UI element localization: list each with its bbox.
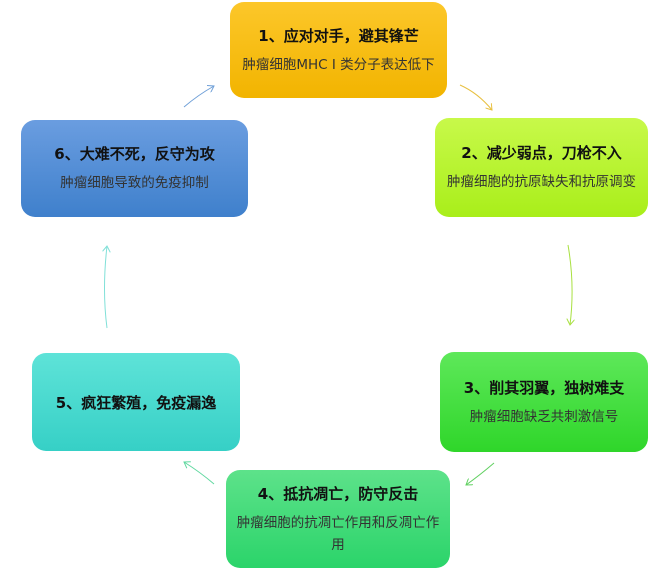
step-3-box: 3、削其羽翼，独树难支 肿瘤细胞缺乏共刺激信号 xyxy=(440,352,648,452)
arrow-2-to-3 xyxy=(568,244,572,325)
step-desc: 肿瘤细胞MHC I 类分子表达低下 xyxy=(242,56,435,73)
step-5-box: 5、疯狂繁殖，免疫漏逸 xyxy=(32,353,240,451)
step-4-box: 4、抵抗凋亡，防守反击 肿瘤细胞的抗凋亡作用和反凋亡作用 xyxy=(226,470,450,568)
step-title: 6、大难不死，反守为攻 xyxy=(54,145,215,163)
step-desc: 肿瘤细胞导致的免疫抑制 xyxy=(60,175,209,191)
arrow-4-to-5 xyxy=(184,462,215,485)
step-title: 4、抵抗凋亡，防守反击 xyxy=(257,484,419,503)
arrow-3-to-4 xyxy=(466,462,495,485)
step-1-box: 1、应对对手，避其锋芒 肿瘤细胞MHC I 类分子表达低下 xyxy=(230,2,447,98)
step-title: 1、应对对手，避其锋芒 xyxy=(258,26,419,45)
step-desc: 肿瘤细胞的抗原缺失和抗原调变 xyxy=(447,174,636,190)
step-2-box: 2、减少弱点，刀枪不入 肿瘤细胞的抗原缺失和抗原调变 xyxy=(435,118,648,217)
step-desc: 肿瘤细胞的抗凋亡作用和反凋亡作用 xyxy=(236,514,440,553)
step-6-box: 6、大难不死，反守为攻 肿瘤细胞导致的免疫抑制 xyxy=(21,120,248,217)
arrow-1-to-2 xyxy=(459,84,492,110)
step-title: 2、减少弱点，刀枪不入 xyxy=(461,144,622,162)
step-desc: 肿瘤细胞缺乏共刺激信号 xyxy=(469,408,619,425)
arrow-6-to-1 xyxy=(183,86,214,108)
step-title: 3、削其羽翼，独树难支 xyxy=(463,378,625,397)
step-title: 5、疯狂繁殖，免疫漏逸 xyxy=(55,393,217,412)
arrow-5-to-6 xyxy=(105,246,108,329)
